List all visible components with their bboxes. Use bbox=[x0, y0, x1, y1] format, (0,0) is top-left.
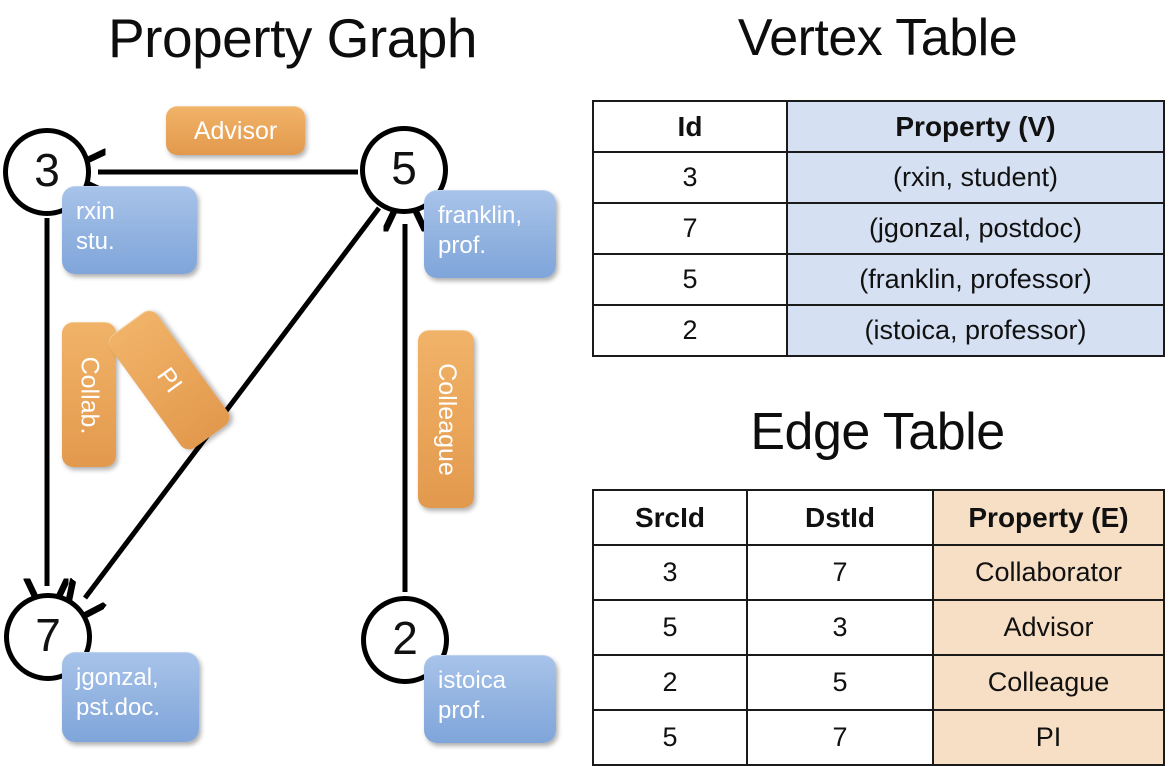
edge-table-header-srcid: SrcId bbox=[592, 489, 748, 546]
graph-node-3-label: 3 bbox=[34, 144, 60, 196]
edge-row-3-prop: PI bbox=[932, 709, 1165, 766]
table-row: 2 (istoica, professor) bbox=[592, 304, 1165, 357]
vertex-property-box-7-line1: jgonzal, bbox=[76, 664, 159, 691]
graph-node-7[interactable]: 7 bbox=[4, 593, 92, 681]
vertex-property-box-2: istoica prof. bbox=[424, 655, 556, 743]
edge-row-1-prop: Advisor bbox=[932, 599, 1165, 656]
vertex-table-header-row: Id Property (V) bbox=[592, 100, 1165, 153]
table-row: 5 3 Advisor bbox=[592, 599, 1165, 656]
edge-table-header-dstid: DstId bbox=[746, 489, 934, 546]
edge-label-advisor-text: Advisor bbox=[193, 116, 278, 145]
table-row: 3 (rxin, student) bbox=[592, 151, 1165, 204]
vertex-row-2-id: 5 bbox=[592, 253, 788, 306]
vertex-property-box-3-line2: stu. bbox=[76, 228, 115, 256]
vertex-property-box-3: rxin stu. bbox=[62, 186, 197, 274]
vertex-property-box-2-line2: prof. bbox=[438, 697, 487, 725]
graph-edges-svg bbox=[0, 0, 585, 760]
edge-row-2-dst: 5 bbox=[746, 654, 934, 711]
edge-row-1-dst: 3 bbox=[746, 599, 934, 656]
edge-row-2-prop: Colleague bbox=[932, 654, 1165, 711]
page-title-property-graph: Property Graph bbox=[107, 7, 478, 69]
edge-row-2-src: 2 bbox=[592, 654, 748, 711]
vertex-row-0-prop: (rxin, student) bbox=[786, 151, 1165, 204]
section-title-edge-table: Edge Table bbox=[750, 403, 1005, 461]
vertex-property-box-5: franklin, prof. bbox=[424, 190, 556, 278]
vertex-property-box-7: jgonzal, pst.doc. bbox=[62, 652, 199, 742]
vertex-property-box-7-line2: pst.doc. bbox=[76, 694, 161, 722]
table-row: 5 (franklin, professor) bbox=[592, 253, 1165, 306]
edge-row-0-prop: Collaborator bbox=[932, 544, 1165, 601]
edge-table-header-prop: Property (E) bbox=[932, 489, 1165, 546]
edge-label-collab-text: Collab. bbox=[75, 356, 104, 434]
vertex-row-3-id: 2 bbox=[592, 304, 788, 357]
edge-label-colleague: Colleague bbox=[418, 330, 474, 508]
edge-row-0-dst: 7 bbox=[746, 544, 934, 601]
edge-label-collab: Collab. bbox=[62, 322, 116, 467]
vertex-table-header-prop: Property (V) bbox=[786, 100, 1165, 153]
edge-5-to-7-pi bbox=[85, 206, 381, 598]
graph-node-7-label: 7 bbox=[35, 609, 61, 661]
vertex-property-box-3-line1: rxin bbox=[76, 198, 115, 225]
edge-table: SrcId DstId Property (E) 3 7 Collaborato… bbox=[592, 489, 1165, 766]
vertex-table-header-id: Id bbox=[592, 100, 788, 153]
edge-row-3-dst: 7 bbox=[746, 709, 934, 766]
vertex-row-1-id: 7 bbox=[592, 202, 788, 255]
table-row: 3 7 Collaborator bbox=[592, 544, 1165, 601]
edge-label-pi-text: PI bbox=[151, 362, 188, 398]
table-row: 7 (jgonzal, postdoc) bbox=[592, 202, 1165, 255]
property-graph-diagram: Advisor Collab. PI Colleague 3 5 7 2 rxi… bbox=[0, 0, 585, 760]
edge-row-3-src: 5 bbox=[592, 709, 748, 766]
table-row: 2 5 Colleague bbox=[592, 654, 1165, 711]
vertex-property-box-2-line1: istoica bbox=[438, 667, 507, 694]
vertex-row-3-prop: (istoica, professor) bbox=[786, 304, 1165, 357]
vertex-row-2-prop: (franklin, professor) bbox=[786, 253, 1165, 306]
edge-table-header-row: SrcId DstId Property (E) bbox=[592, 489, 1165, 546]
edge-label-colleague-text: Colleague bbox=[432, 363, 461, 476]
vertex-property-box-5-line1: franklin, bbox=[438, 202, 523, 229]
vertex-property-box-5-line2: prof. bbox=[438, 232, 487, 260]
edge-row-0-src: 3 bbox=[592, 544, 748, 601]
graph-node-2[interactable]: 2 bbox=[361, 596, 449, 684]
graph-node-5-label: 5 bbox=[391, 142, 417, 194]
graph-node-2-label: 2 bbox=[392, 612, 418, 664]
edge-label-advisor: Advisor bbox=[166, 106, 305, 155]
vertex-row-1-prop: (jgonzal, postdoc) bbox=[786, 202, 1165, 255]
section-title-vertex-table: Vertex Table bbox=[737, 9, 1018, 67]
table-row: 5 7 PI bbox=[592, 709, 1165, 766]
edge-row-1-src: 5 bbox=[592, 599, 748, 656]
vertex-row-0-id: 3 bbox=[592, 151, 788, 204]
vertex-table: Id Property (V) 3 (rxin, student) 7 (jgo… bbox=[592, 100, 1165, 357]
